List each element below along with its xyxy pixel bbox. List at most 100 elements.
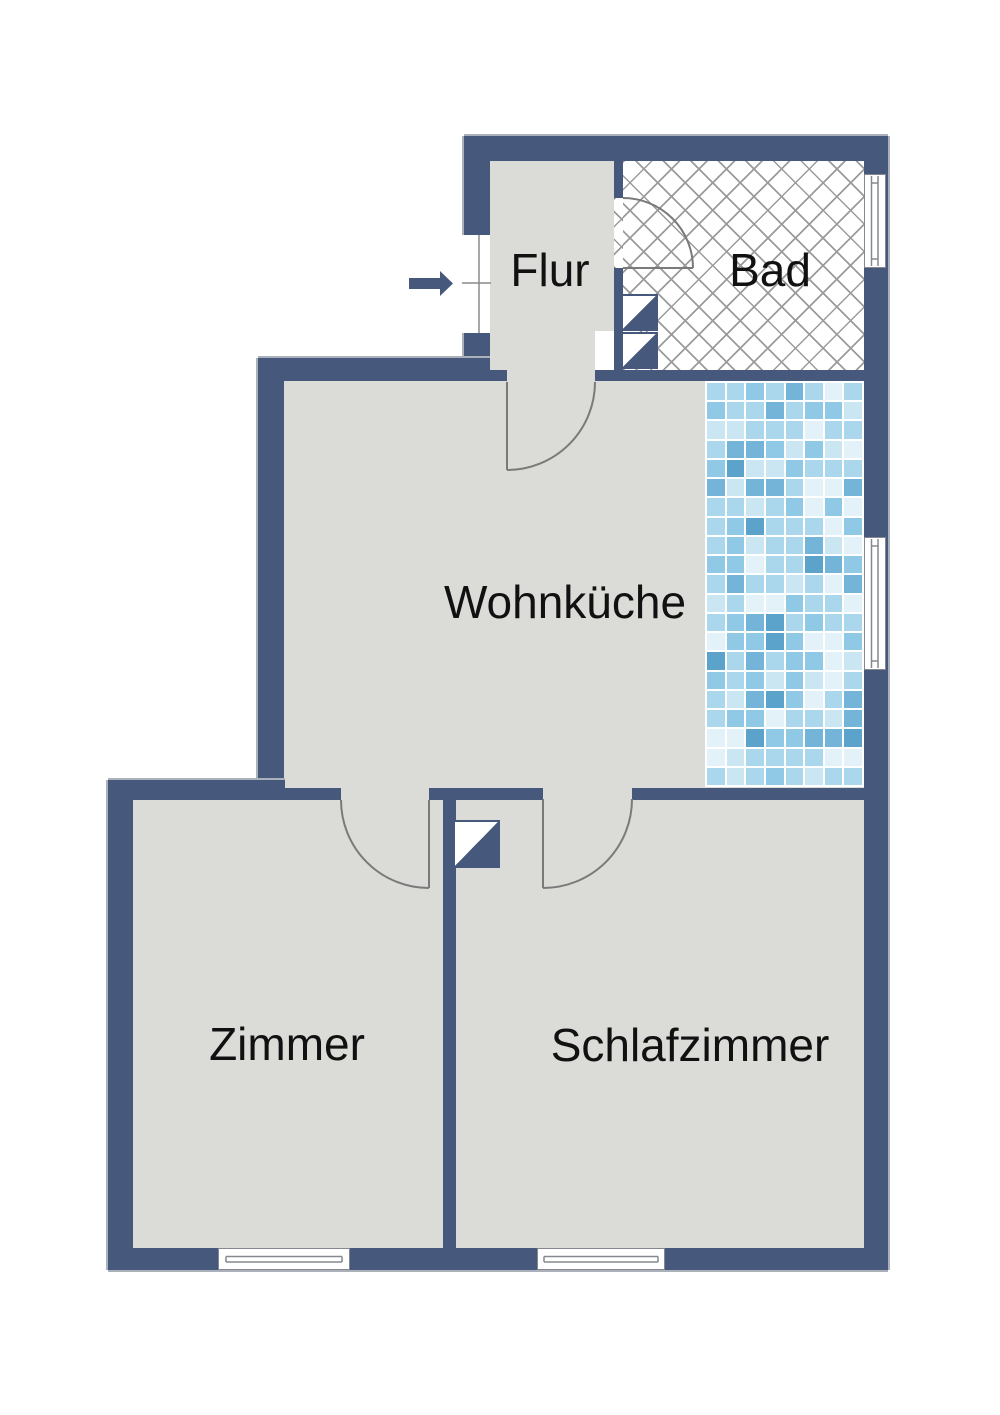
mosaic-tile bbox=[844, 498, 862, 516]
mosaic-tile bbox=[844, 594, 862, 612]
entrance-arrow-icon bbox=[409, 271, 453, 296]
mosaic-tile bbox=[805, 652, 823, 670]
mosaic-tile bbox=[765, 575, 784, 593]
mosaic-tile bbox=[707, 402, 725, 420]
mosaic-tile bbox=[707, 613, 725, 632]
wall-flur-west-lower bbox=[464, 333, 490, 358]
mosaic-tile bbox=[844, 671, 862, 689]
mosaic-tile bbox=[707, 498, 725, 516]
mosaic-tile bbox=[805, 613, 823, 632]
mosaic-tile bbox=[824, 729, 843, 747]
mosaic-tile bbox=[726, 613, 745, 632]
mosaic-tile bbox=[805, 383, 823, 401]
mosaic-tile bbox=[785, 652, 804, 670]
mosaic-tile bbox=[805, 556, 823, 574]
mosaic-tile bbox=[844, 459, 862, 478]
mosaic-tile bbox=[746, 402, 764, 420]
mosaic-tile bbox=[785, 748, 804, 766]
mosaic-tile bbox=[805, 729, 823, 747]
mosaic-tile bbox=[726, 402, 745, 420]
room-label-schlafzimmer: Schlafzimmer bbox=[550, 1019, 830, 1071]
room-label-wohnkueche: Wohnküche bbox=[443, 576, 687, 628]
mosaic-tile bbox=[765, 748, 784, 766]
mosaic-tile bbox=[785, 421, 804, 439]
mosaic-tile bbox=[824, 671, 843, 689]
mosaic-tile bbox=[824, 459, 843, 478]
mosaic-tile bbox=[726, 440, 745, 458]
mosaic-tile bbox=[746, 671, 764, 689]
mosaic-tile bbox=[824, 652, 843, 670]
mosaic-tile bbox=[707, 652, 725, 670]
wohnkueche-window bbox=[864, 537, 886, 670]
mosaic-tile bbox=[707, 633, 725, 651]
mosaic-tile bbox=[844, 748, 862, 766]
mosaic-tile bbox=[765, 710, 784, 728]
mosaic-tile bbox=[844, 613, 862, 632]
mosaic-tile bbox=[844, 575, 862, 593]
mosaic-tile bbox=[824, 633, 843, 651]
mosaic-tile bbox=[785, 479, 804, 497]
mosaic-tile bbox=[765, 440, 784, 458]
wall-zimmer-north bbox=[108, 780, 285, 800]
mosaic-tile bbox=[746, 613, 764, 632]
mosaic-tile bbox=[824, 556, 843, 574]
mosaic-tile bbox=[805, 517, 823, 535]
mosaic-tile bbox=[726, 556, 745, 574]
room-label-flur: Flur bbox=[510, 244, 590, 296]
mosaic-tile bbox=[765, 421, 784, 439]
schlafzimmer-door-opening bbox=[543, 788, 632, 800]
mosaic-tile bbox=[746, 459, 764, 478]
mosaic-tile bbox=[707, 767, 725, 785]
wall-partition-zimmer-schlafzimmer bbox=[443, 799, 456, 1248]
mosaic-tile bbox=[746, 767, 764, 785]
wall-flur-bad-upper bbox=[614, 161, 623, 198]
mosaic-tile bbox=[746, 383, 764, 401]
mosaic-tile bbox=[824, 421, 843, 439]
mosaic-tile bbox=[785, 613, 804, 632]
mosaic-tile bbox=[785, 402, 804, 420]
mosaic-tile bbox=[785, 690, 804, 709]
mosaic-tile bbox=[805, 671, 823, 689]
bad-door-opening bbox=[614, 198, 623, 268]
wall-south-mid bbox=[429, 788, 543, 800]
mosaic-tile bbox=[785, 459, 804, 478]
mosaic-tile bbox=[844, 440, 862, 458]
mosaic-tile bbox=[844, 517, 862, 535]
mosaic-tile bbox=[824, 767, 843, 785]
mosaic-tile bbox=[824, 479, 843, 497]
mosaic-tile bbox=[707, 383, 725, 401]
mosaic-tile bbox=[746, 633, 764, 651]
wall-wohnkueche-north-sill bbox=[490, 370, 507, 381]
mosaic-tile bbox=[746, 536, 764, 555]
mosaic-tile bbox=[844, 710, 862, 728]
mosaic-tile bbox=[844, 556, 862, 574]
mosaic-tile bbox=[765, 729, 784, 747]
mosaic-tile bbox=[785, 440, 804, 458]
mosaic-tile bbox=[785, 671, 804, 689]
mosaic-tile bbox=[844, 652, 862, 670]
mosaic-tile bbox=[805, 459, 823, 478]
mosaic-tile bbox=[785, 575, 804, 593]
mosaic-tile bbox=[765, 671, 784, 689]
mosaic-tile bbox=[785, 767, 804, 785]
mosaic-tile bbox=[707, 421, 725, 439]
mosaic-tile bbox=[785, 594, 804, 612]
mosaic-tile bbox=[726, 594, 745, 612]
mosaic-tile bbox=[726, 421, 745, 439]
mosaic-tile bbox=[726, 710, 745, 728]
mosaic-tile bbox=[824, 498, 843, 516]
flur-floor-lower bbox=[490, 331, 595, 370]
mosaic-tile bbox=[765, 498, 784, 516]
mosaic-tile bbox=[805, 767, 823, 785]
mosaic-tile bbox=[765, 479, 784, 497]
mosaic-tile bbox=[785, 383, 804, 401]
room-label-zimmer: Zimmer bbox=[209, 1018, 365, 1070]
mosaic-tile bbox=[765, 613, 784, 632]
zimmer-door-opening bbox=[341, 788, 429, 800]
mosaic-tile bbox=[746, 748, 764, 766]
mosaic-tile bbox=[805, 690, 823, 709]
mosaic-tile bbox=[746, 421, 764, 439]
mosaic-tile bbox=[746, 498, 764, 516]
mosaic-tile bbox=[765, 383, 784, 401]
